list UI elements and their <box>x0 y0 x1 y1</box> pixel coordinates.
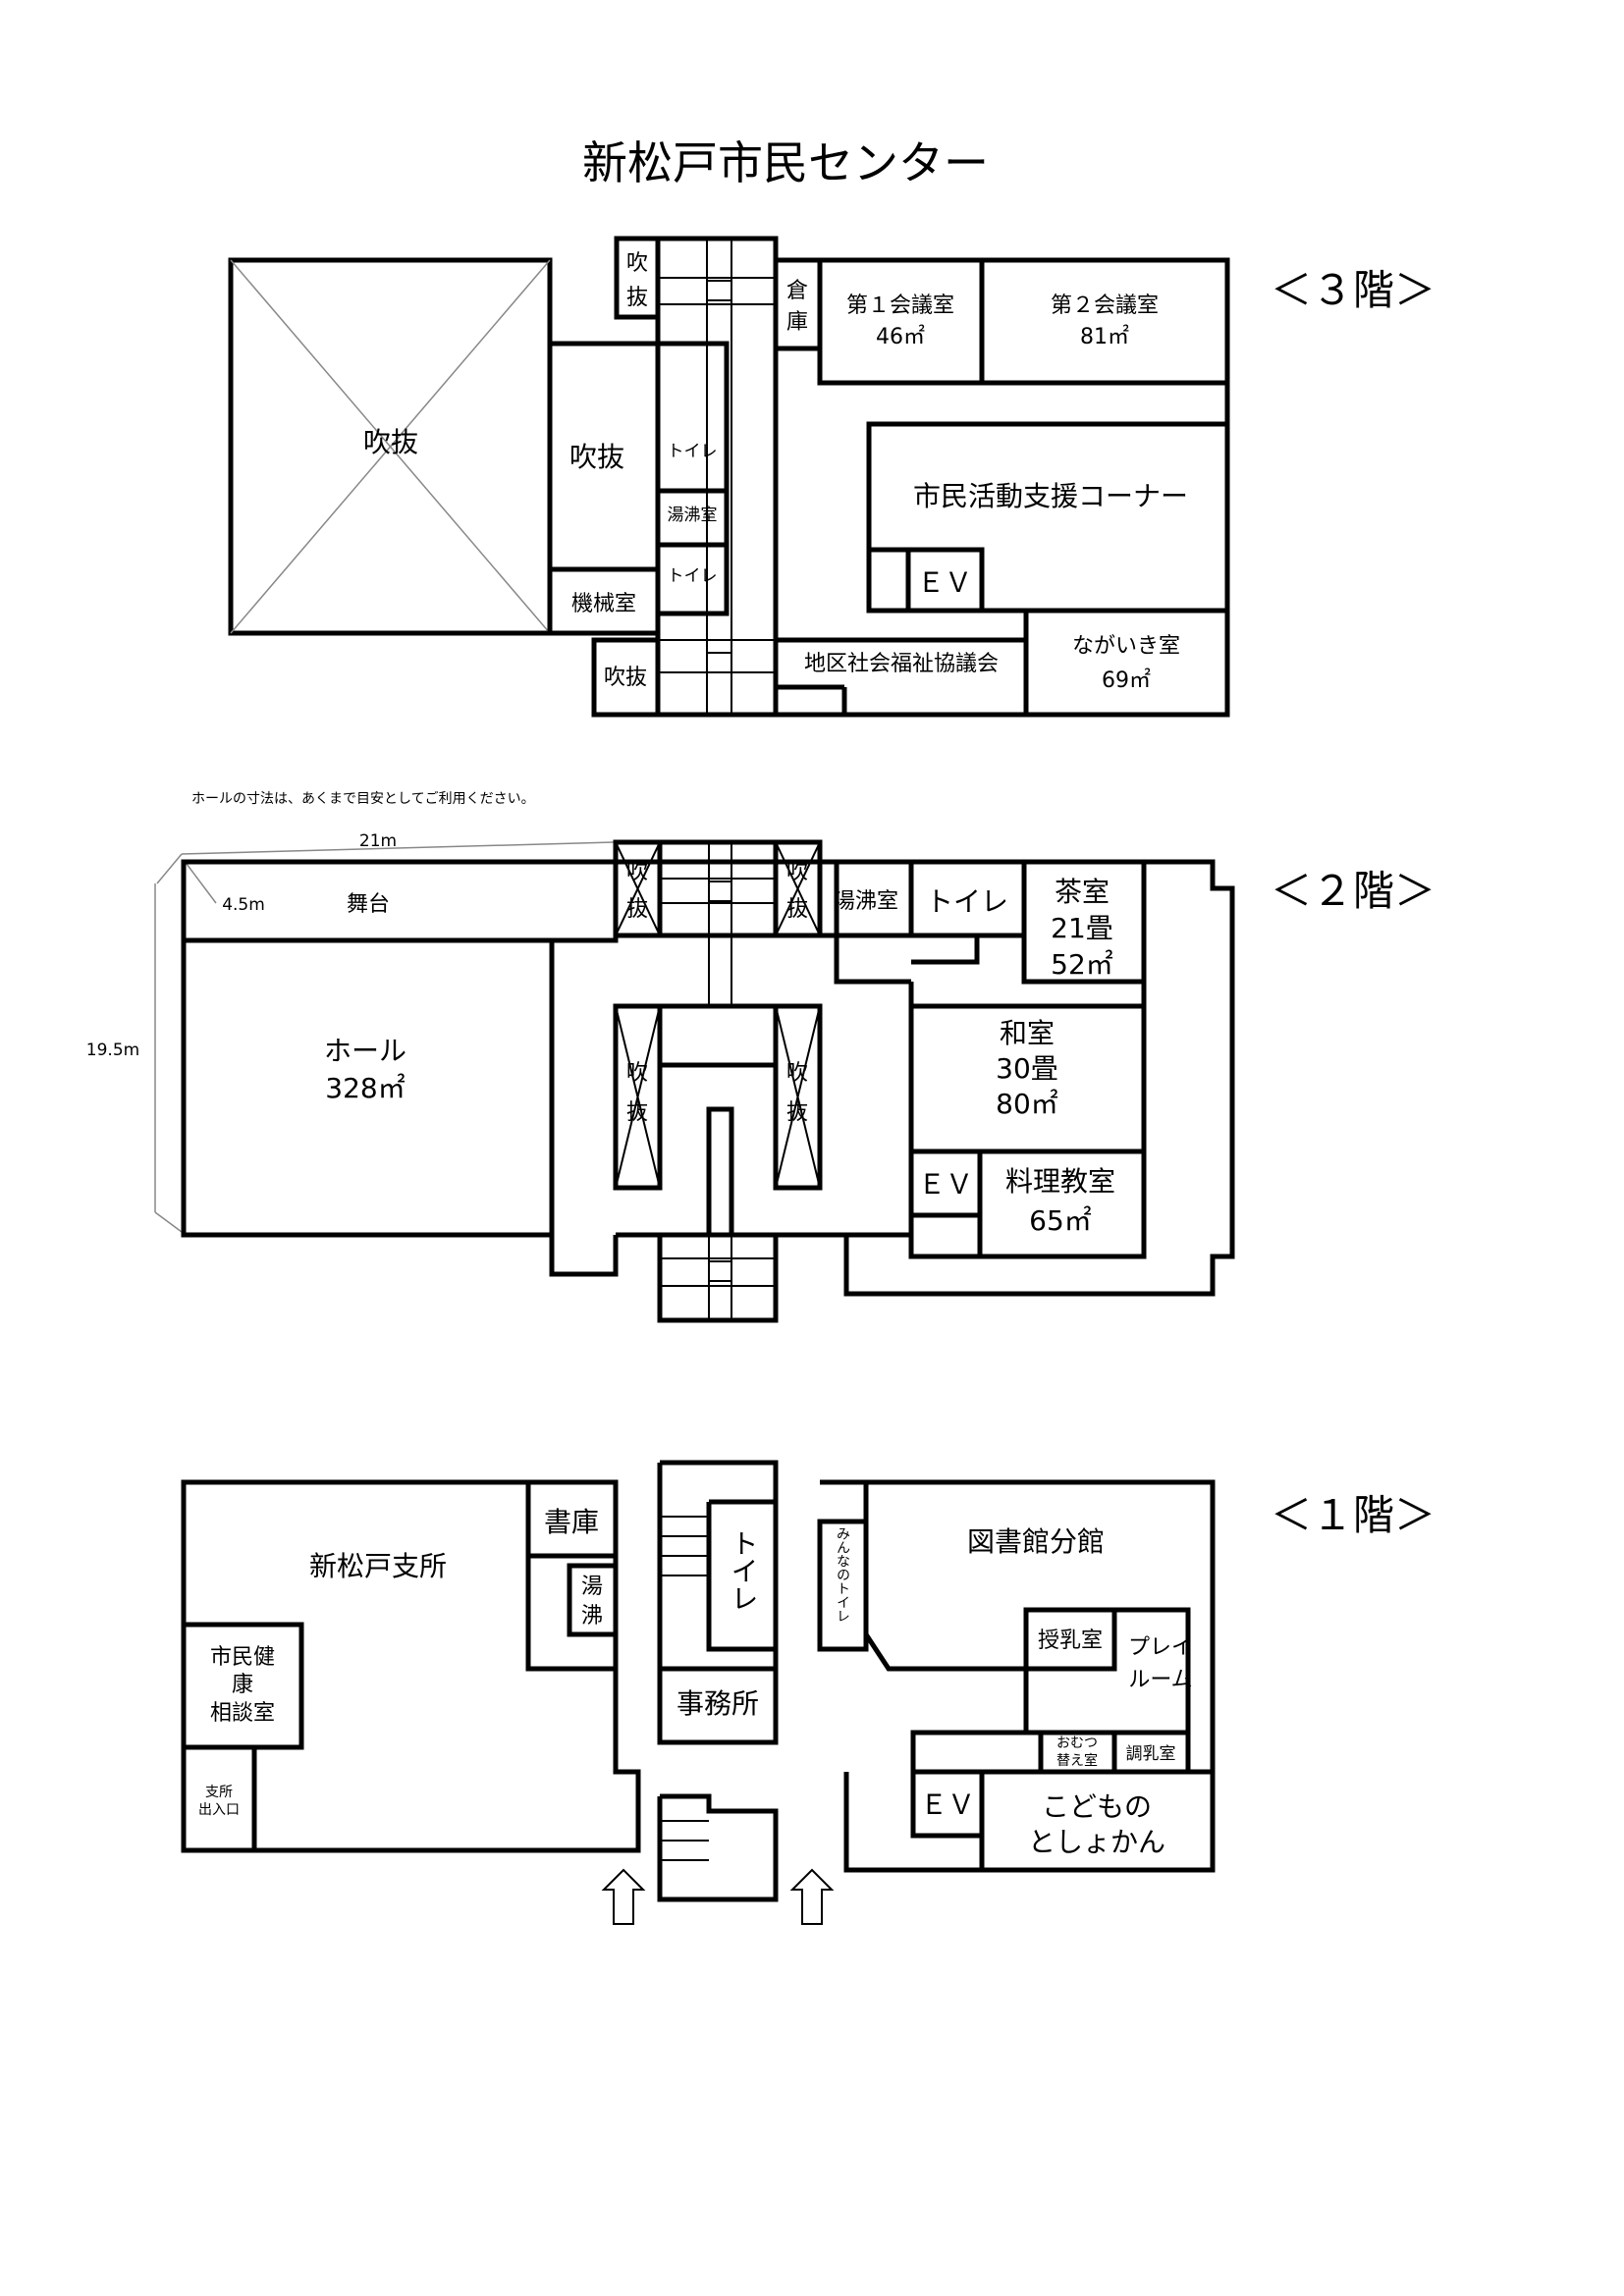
meeting-room-2 <box>979 257 1230 386</box>
branch-entrance[interactable] <box>181 1744 257 1853</box>
room-kaigi1-area: 46㎡ <box>876 324 925 349</box>
nursing-room <box>1023 1607 1117 1672</box>
room-kaigi1-name: 第１会議室 <box>846 294 954 318</box>
room-fuki-c2: 抜 <box>626 1100 648 1125</box>
room-souko-2: 庫 <box>786 310 808 335</box>
room-kodomo-2: としょかん <box>1028 1826 1165 1858</box>
entrance-arrow-right <box>789 1868 835 1925</box>
hall-dimension-note: ホールの寸法は、あくまで目安としてご利用ください。 <box>191 791 535 807</box>
room-futsu: 沸 <box>581 1604 603 1629</box>
room-omutsu-1: おむつ <box>1056 1735 1098 1751</box>
room-ryori-name: 料理教室 <box>1005 1165 1115 1198</box>
room-yuwakashi-2f: 湯沸室 <box>834 889 898 914</box>
room-kenko-3: 相談室 <box>210 1701 275 1726</box>
room-toshokan: 図書館分館 <box>967 1525 1105 1558</box>
room-play-2: ルーム <box>1128 1668 1192 1692</box>
room-shisho-office: 新松戸支所 <box>309 1550 447 1582</box>
room-toilet-2-3f: トイレ <box>668 566 718 586</box>
room-toilet-2f: トイレ <box>926 885 1008 918</box>
room-fuki-b2: 抜 <box>786 897 808 922</box>
room-ryori-area: 65㎡ <box>1029 1204 1092 1237</box>
entrance-arrow-left <box>601 1868 646 1925</box>
room-souko-1: 倉 <box>786 279 808 303</box>
room-kaigi2-name: 第２会議室 <box>1051 294 1159 318</box>
room-toilet-1-3f: トイレ <box>668 442 718 461</box>
room-yu: 湯 <box>581 1575 603 1599</box>
room-jimusho: 事務所 <box>677 1687 759 1720</box>
room-fukinuke-top-2: 抜 <box>626 286 648 310</box>
room-nagaiki-name: ながいき室 <box>1072 634 1180 659</box>
tea-room <box>1021 859 1147 985</box>
stair-core-3f <box>655 236 779 718</box>
room-washitsu-name: 和室 <box>1000 1017 1055 1049</box>
void-2f-d <box>773 1003 823 1191</box>
room-ev-1f: ＥＶ <box>920 1789 975 1821</box>
floor-3-plan: ＜３階＞ 吹抜 吹抜 機械室 吹 抜 トイレ 湯沸室 トイレ <box>228 236 1435 718</box>
archive-room <box>525 1479 619 1559</box>
room-fuki-d2: 抜 <box>786 1100 808 1125</box>
dim-depth-19-5m: 19.5m <box>86 1041 139 1060</box>
room-shimin-katsudo: 市民活動支援コーナー <box>913 480 1188 512</box>
room-kenko-1: 市民健 <box>210 1645 275 1670</box>
room-washitsu-tatami: 30畳 <box>996 1052 1058 1085</box>
room-ev-3f: ＥＶ <box>917 566 972 599</box>
room-hall-area: 328㎡ <box>325 1072 405 1104</box>
floor-2-label: ＜２階＞ <box>1271 867 1435 915</box>
room-chashitsu-name: 茶室 <box>1055 876 1110 908</box>
page-title: 新松戸市民センター <box>582 136 989 189</box>
room-kodomo-1: こどもの <box>1042 1790 1152 1823</box>
void-cross-line <box>230 259 551 634</box>
room-toilet-1f-1: トイレ <box>728 1529 760 1612</box>
room-chiku-shakai: 地区社会福祉協議会 <box>804 652 999 676</box>
room-hall-name: ホール <box>324 1035 406 1067</box>
room-shisho-1: 支所 <box>205 1785 233 1800</box>
kitchenette-1f <box>567 1563 619 1637</box>
room-ev-2f: ＥＶ <box>918 1168 973 1201</box>
room-junyu: 授乳室 <box>1038 1629 1103 1653</box>
room-kenko-2: 康 <box>232 1673 253 1697</box>
room-play-1: プレイ <box>1128 1635 1193 1660</box>
meeting-room-1 <box>817 257 985 386</box>
office-1f <box>657 1666 779 1745</box>
room-fuki-a2: 抜 <box>626 897 648 922</box>
floor-1-plan: ＜１階＞ 市民健 康 相談室 支所 出入口 新松戸支所 書庫 湯 沸 トイレ 事… <box>181 1460 1435 1925</box>
room-fuki-b1: 吹 <box>786 860 808 884</box>
floor-1-label: ＜１階＞ <box>1271 1491 1435 1539</box>
room-fukinuke-bottom: 吹抜 <box>604 666 647 690</box>
room-shisho-2: 出入口 <box>198 1802 240 1818</box>
room-minna-toilet: みんなのトイレ <box>835 1526 850 1623</box>
room-washitsu-area: 80㎡ <box>996 1088 1058 1120</box>
room-fukinuke-top-1: 吹 <box>626 251 648 276</box>
room-nagaiki-area: 69㎡ <box>1102 667 1151 693</box>
children-library <box>979 1769 1216 1873</box>
room-chashitsu-area: 52㎡ <box>1051 948 1113 981</box>
room-omutsu-2: 替え室 <box>1056 1752 1098 1769</box>
void-bottom-3f <box>591 637 661 718</box>
room-kikai: 機械室 <box>571 592 636 616</box>
hall-2f <box>181 937 555 1238</box>
room-fuki-d1: 吹 <box>786 1061 808 1086</box>
elevator-3f <box>905 547 985 614</box>
room-butai: 舞台 <box>347 892 390 917</box>
storage-3f <box>773 257 823 351</box>
room-fukinuke-mid: 吹抜 <box>569 441 624 473</box>
nagaiki-room <box>1023 608 1230 718</box>
room-chonyu: 調乳室 <box>1126 1744 1176 1764</box>
room-yuwakashi-3f: 湯沸室 <box>668 506 718 525</box>
floor-3-label: ＜３階＞ <box>1271 266 1435 314</box>
floor-2-plan: ＜２階＞ ホールの寸法は、あくまで目安としてご利用ください。 21m 19.5m… <box>86 791 1435 1323</box>
room-fukinuke-big: 吹抜 <box>363 426 418 458</box>
room-fuki-c1: 吹 <box>626 1061 648 1086</box>
dim-stage-4-5m: 4.5m <box>222 895 265 915</box>
room-shoko: 書庫 <box>544 1506 599 1538</box>
room-fuki-a1: 吹 <box>626 860 648 884</box>
dim-width-21m: 21m <box>359 831 397 851</box>
room-kaigi2-area: 81㎡ <box>1080 324 1129 349</box>
room-chashitsu-tatami: 21畳 <box>1051 912 1113 944</box>
